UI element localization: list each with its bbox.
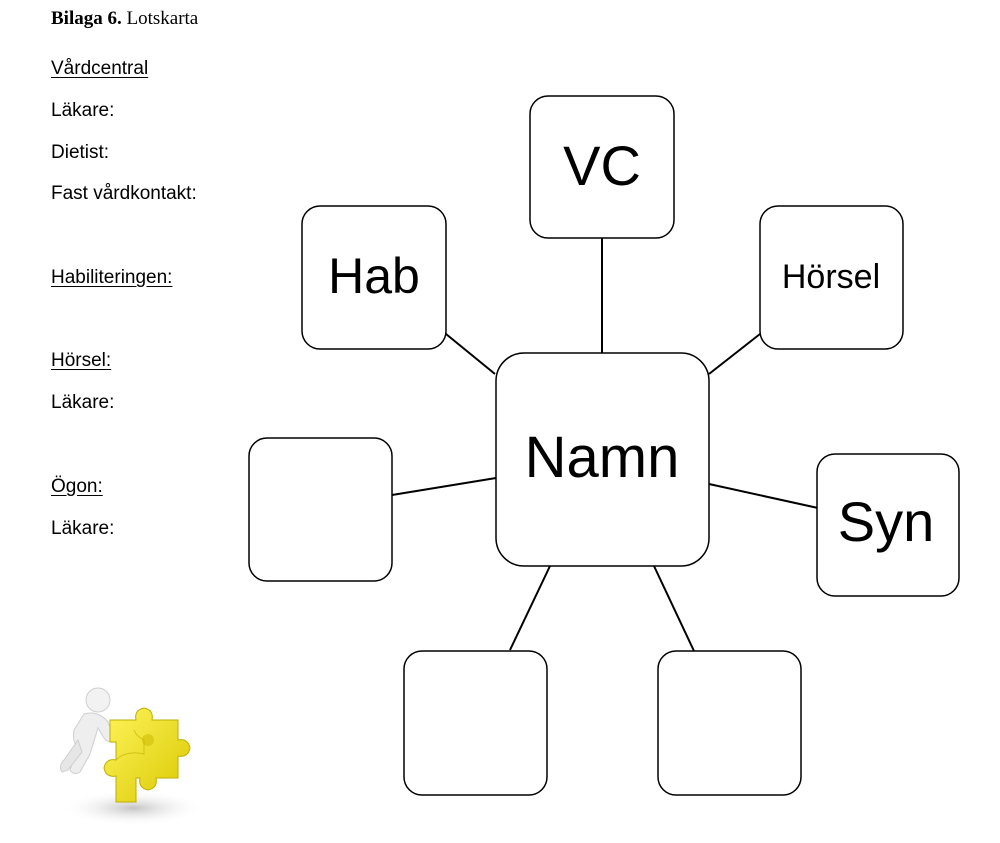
connector-right: [708, 483, 819, 509]
box-bottom-right: [657, 650, 802, 796]
connector-bottom-right: [653, 565, 695, 652]
heading-appendix-number: Bilaga 6.: [51, 8, 122, 29]
label-ogon: Ögon:: [51, 476, 103, 497]
box-right-label: Syn: [838, 490, 935, 553]
box-bottom-left: [403, 650, 548, 796]
box-top-label: VC: [563, 134, 641, 197]
box-top-right: [759, 205, 904, 350]
box-top-left-label: Hab: [328, 248, 420, 304]
box-center-label: Namn: [525, 425, 680, 490]
label-horsel: Hörsel:: [51, 350, 112, 371]
box-top: [529, 95, 675, 239]
connector-top-left: [445, 333, 496, 375]
puzzle-person-icon: [59, 687, 205, 826]
box-left: [248, 437, 393, 582]
label-vardcentral: Vårdcentral: [51, 58, 149, 79]
connector-top-right: [708, 333, 761, 375]
box-top-left: [301, 205, 447, 350]
label-lakare-horsel: Läkare:: [51, 392, 115, 413]
label-lakare-vc: Läkare:: [51, 100, 115, 121]
label-fast-vardkontakt: Fast vårdkontakt:: [51, 183, 197, 204]
box-top-right-label: Hörsel: [782, 258, 880, 296]
box-right: [816, 453, 960, 597]
heading-title: Lotskarta: [126, 8, 199, 29]
document-heading: Bilaga 6. Lotskarta: [51, 8, 198, 30]
label-habiliteringen: Habiliteringen:: [51, 267, 173, 288]
connector-bottom-left: [509, 565, 551, 651]
connector-left: [391, 477, 497, 496]
box-center: [495, 352, 710, 567]
label-lakare-ogon: Läkare:: [51, 518, 115, 539]
label-dietist: Dietist:: [51, 142, 110, 163]
